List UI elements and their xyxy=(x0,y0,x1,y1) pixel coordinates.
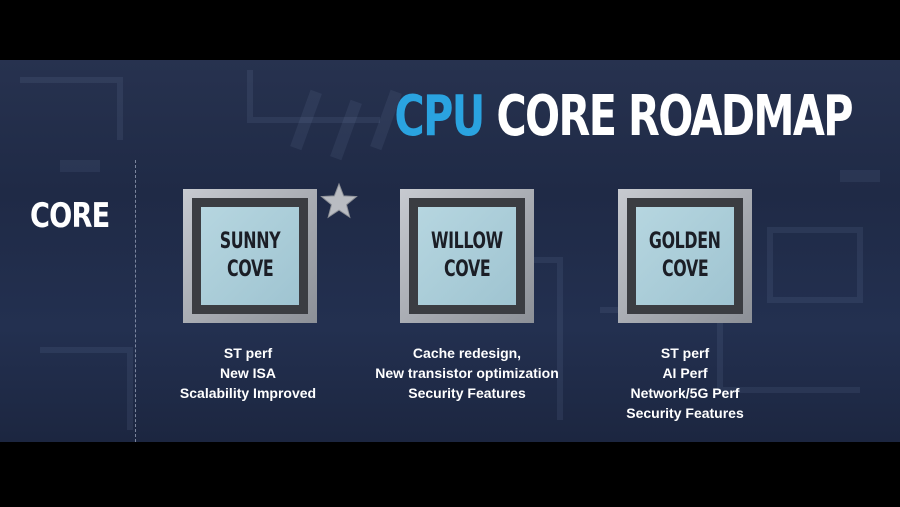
feature-text: AI Perf xyxy=(662,365,708,381)
feature-text: Scalability Improved xyxy=(179,385,317,401)
feature-text: Security Features xyxy=(408,385,526,401)
chip-name-line1: SUNNY xyxy=(219,229,281,254)
row-divider xyxy=(135,160,136,442)
chip-name-line2: COVE xyxy=(443,257,491,282)
title-accent: CPU xyxy=(394,84,486,149)
chip-name-line2: COVE xyxy=(226,257,274,282)
feature-text: ST perf xyxy=(660,345,710,361)
feature-text: Network/5G Perf xyxy=(630,385,740,401)
feature-text: New ISA xyxy=(219,365,276,381)
row-label-core: CORE xyxy=(30,196,110,236)
feature-text: Security Features xyxy=(626,405,744,421)
features-willow-cove: Cache redesign, New transistor optimizat… xyxy=(347,343,587,403)
chip-golden-cove: GOLDEN COVE xyxy=(618,189,752,323)
title-main: CORE ROADMAP xyxy=(496,84,853,149)
feature-text: ST perf xyxy=(223,345,273,361)
feature-text: New transistor optimization xyxy=(375,365,559,381)
chip-name-line1: GOLDEN xyxy=(649,229,721,254)
star-icon xyxy=(320,182,358,219)
features-golden-cove: ST perf AI Perf Network/5G Perf Security… xyxy=(565,343,805,423)
features-sunny-cove: ST perf New ISA Scalability Improved xyxy=(128,343,368,403)
chip-name-line2: COVE xyxy=(661,257,709,282)
chip-willow-cove: WILLOW COVE xyxy=(400,189,534,323)
chip-sunny-cove: SUNNY COVE xyxy=(183,189,317,323)
chip-die: GOLDEN COVE xyxy=(636,207,734,305)
roadmap-slide: CPU CORE ROADMAP CORE SUNNY COVE ST perf… xyxy=(0,60,900,442)
slide-title: CPU CORE ROADMAP xyxy=(394,84,854,149)
chip-die: WILLOW COVE xyxy=(418,207,516,305)
chip-name-line1: WILLOW xyxy=(431,229,503,254)
chip-die: SUNNY COVE xyxy=(201,207,299,305)
feature-text: Cache redesign, xyxy=(412,345,522,361)
